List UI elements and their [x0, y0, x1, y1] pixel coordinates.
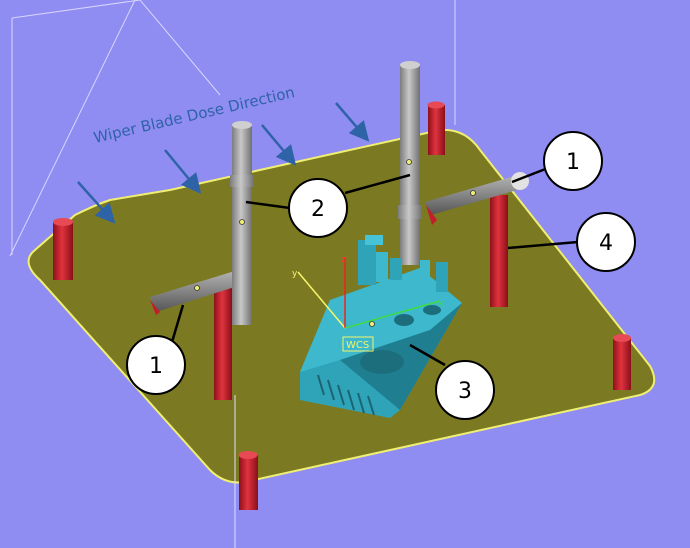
- arrow-icon: [77, 181, 116, 224]
- callout-4: 4: [576, 212, 636, 272]
- red-support: [427, 101, 445, 155]
- wcs-badge: [342, 336, 374, 352]
- wcs-label: WCS: [346, 340, 369, 351]
- svg-text:1: 1: [566, 150, 580, 175]
- callout-2: 2: [288, 178, 348, 238]
- dose-direction-label: Wiper Blade Dose Direction: [92, 83, 297, 147]
- red-support: [238, 451, 258, 510]
- right-support-arm: [425, 172, 529, 307]
- callout-leaders: [170, 166, 579, 367]
- svg-text:3: 3: [458, 379, 472, 404]
- svg-text:2: 2: [311, 197, 325, 222]
- dose-direction-arrows: [77, 102, 370, 224]
- wcs-axes: y z x WCS: [292, 255, 444, 352]
- callout-1a: 1: [543, 131, 603, 191]
- svg-text:1: 1: [149, 354, 163, 379]
- red-support: [53, 218, 73, 280]
- axis-z-label: z: [341, 255, 346, 265]
- printed-part: [300, 235, 462, 418]
- arrow-icon: [261, 124, 297, 166]
- build-volume-back-edges: [9, 0, 456, 257]
- callout-1b: 1: [126, 335, 186, 395]
- callout-3: 3: [435, 360, 495, 420]
- gray-post-right: [398, 61, 422, 265]
- arrow-icon: [164, 149, 202, 194]
- axis-x-label: x: [438, 299, 444, 309]
- svg-text:4: 4: [599, 231, 613, 256]
- red-support: [613, 334, 631, 390]
- corner-supports: [53, 101, 631, 510]
- arrow-icon: [335, 102, 370, 142]
- gray-post-left: [230, 121, 254, 325]
- axis-y-label: y: [292, 269, 298, 279]
